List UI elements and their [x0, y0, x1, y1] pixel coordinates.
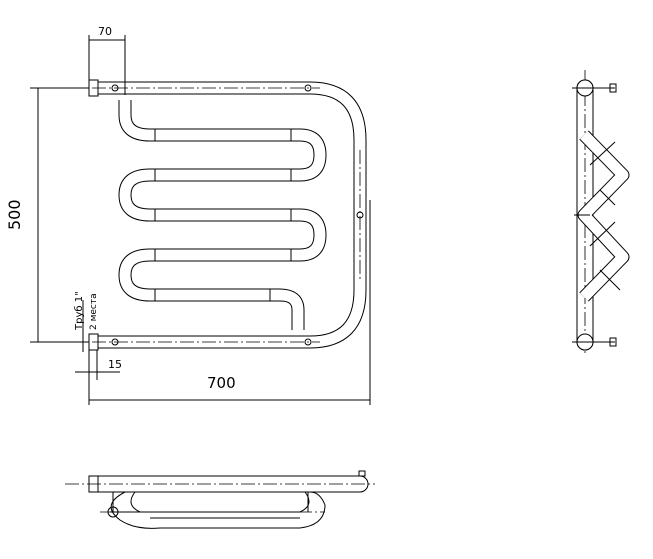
top-view [65, 470, 375, 529]
dim-70: 70 [98, 25, 112, 38]
thread-note: Труб 1" [74, 291, 85, 331]
dim-15: 15 [108, 358, 122, 371]
dimension-lines [30, 35, 371, 405]
front-view: 70 500 700 15 Труб 1" 2 места [5, 25, 371, 405]
dim-500: 500 [5, 199, 24, 230]
dim-700: 700 [207, 374, 236, 392]
side-view [572, 70, 630, 355]
places-note: 2 места [89, 293, 99, 330]
